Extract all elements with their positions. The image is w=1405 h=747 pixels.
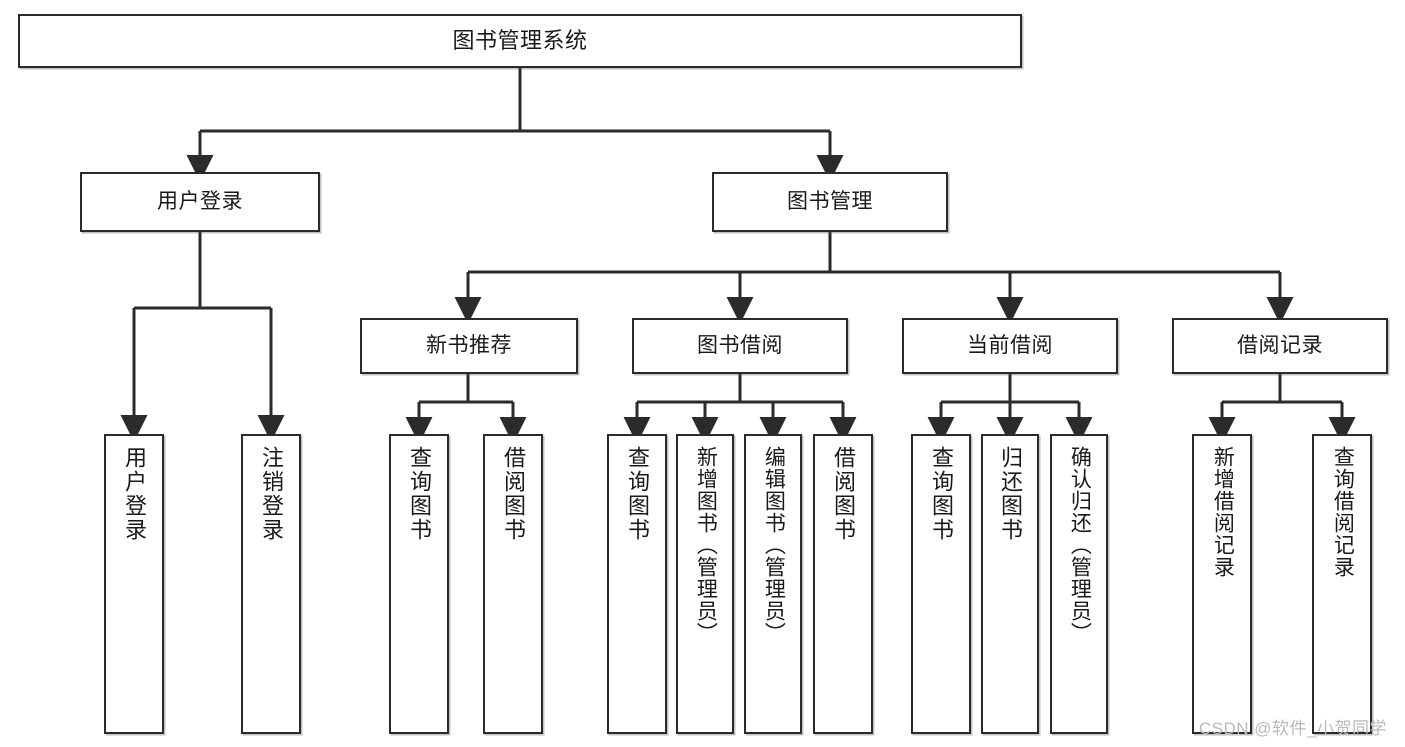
node-label: 借阅图书 xyxy=(500,446,526,542)
node-label: 新增借阅记录 xyxy=(1211,446,1235,578)
node-label: 查询借阅记录 xyxy=(1331,446,1355,578)
node-label: 查询图书 xyxy=(624,446,650,542)
node-current-borrow[interactable]: 当前借阅 xyxy=(902,318,1118,374)
node-label: 用户登录 xyxy=(121,446,147,542)
node-label: 当前借阅 xyxy=(967,333,1053,357)
leaf-record-query-record[interactable]: 查询借阅记录 xyxy=(1312,434,1372,734)
node-label: 新增图书（管理员） xyxy=(694,446,718,644)
node-label: 查询图书 xyxy=(928,446,954,542)
leaf-current-confirm-return-admin[interactable]: 确认归还（管理员） xyxy=(1050,434,1108,734)
node-label: 图书管理 xyxy=(787,189,873,213)
leaf-current-return-book[interactable]: 归还图书 xyxy=(981,434,1039,734)
leaf-borrow-query-book[interactable]: 查询图书 xyxy=(607,434,667,734)
leaf-current-query-book[interactable]: 查询图书 xyxy=(911,434,971,734)
leaf-user-login-signin[interactable]: 用户登录 xyxy=(104,434,164,734)
node-book-borrow[interactable]: 图书借阅 xyxy=(632,318,848,374)
leaf-borrow-borrow-book[interactable]: 借阅图书 xyxy=(813,434,873,734)
watermark-text: CSDN @软件_小贺同学 xyxy=(1198,719,1387,738)
node-label: 借阅记录 xyxy=(1237,333,1323,357)
node-label: 图书管理系统 xyxy=(452,28,588,54)
node-borrow-record[interactable]: 借阅记录 xyxy=(1172,318,1388,374)
node-label: 新书推荐 xyxy=(426,333,512,357)
node-label: 确认归还（管理员） xyxy=(1068,446,1092,644)
leaf-record-add-record[interactable]: 新增借阅记录 xyxy=(1192,434,1252,734)
node-new-book-recommend[interactable]: 新书推荐 xyxy=(360,318,578,374)
node-book-management[interactable]: 图书管理 xyxy=(712,172,948,232)
leaf-borrow-add-book-admin[interactable]: 新增图书（管理员） xyxy=(676,434,734,734)
node-root-system[interactable]: 图书管理系统 xyxy=(18,14,1022,68)
node-label: 编辑图书（管理员） xyxy=(762,446,786,644)
node-label: 查询图书 xyxy=(406,446,432,542)
leaf-borrow-edit-book-admin[interactable]: 编辑图书（管理员） xyxy=(744,434,802,734)
leaf-new-book-query[interactable]: 查询图书 xyxy=(389,434,449,734)
node-label: 注销登录 xyxy=(258,446,284,542)
leaf-user-login-signout[interactable]: 注销登录 xyxy=(241,434,301,734)
node-label: 图书借阅 xyxy=(697,333,783,357)
node-label: 借阅图书 xyxy=(830,446,856,542)
node-label: 用户登录 xyxy=(157,189,243,213)
node-label: 归还图书 xyxy=(997,446,1023,542)
leaf-new-book-borrow[interactable]: 借阅图书 xyxy=(483,434,543,734)
node-user-login[interactable]: 用户登录 xyxy=(80,172,320,232)
